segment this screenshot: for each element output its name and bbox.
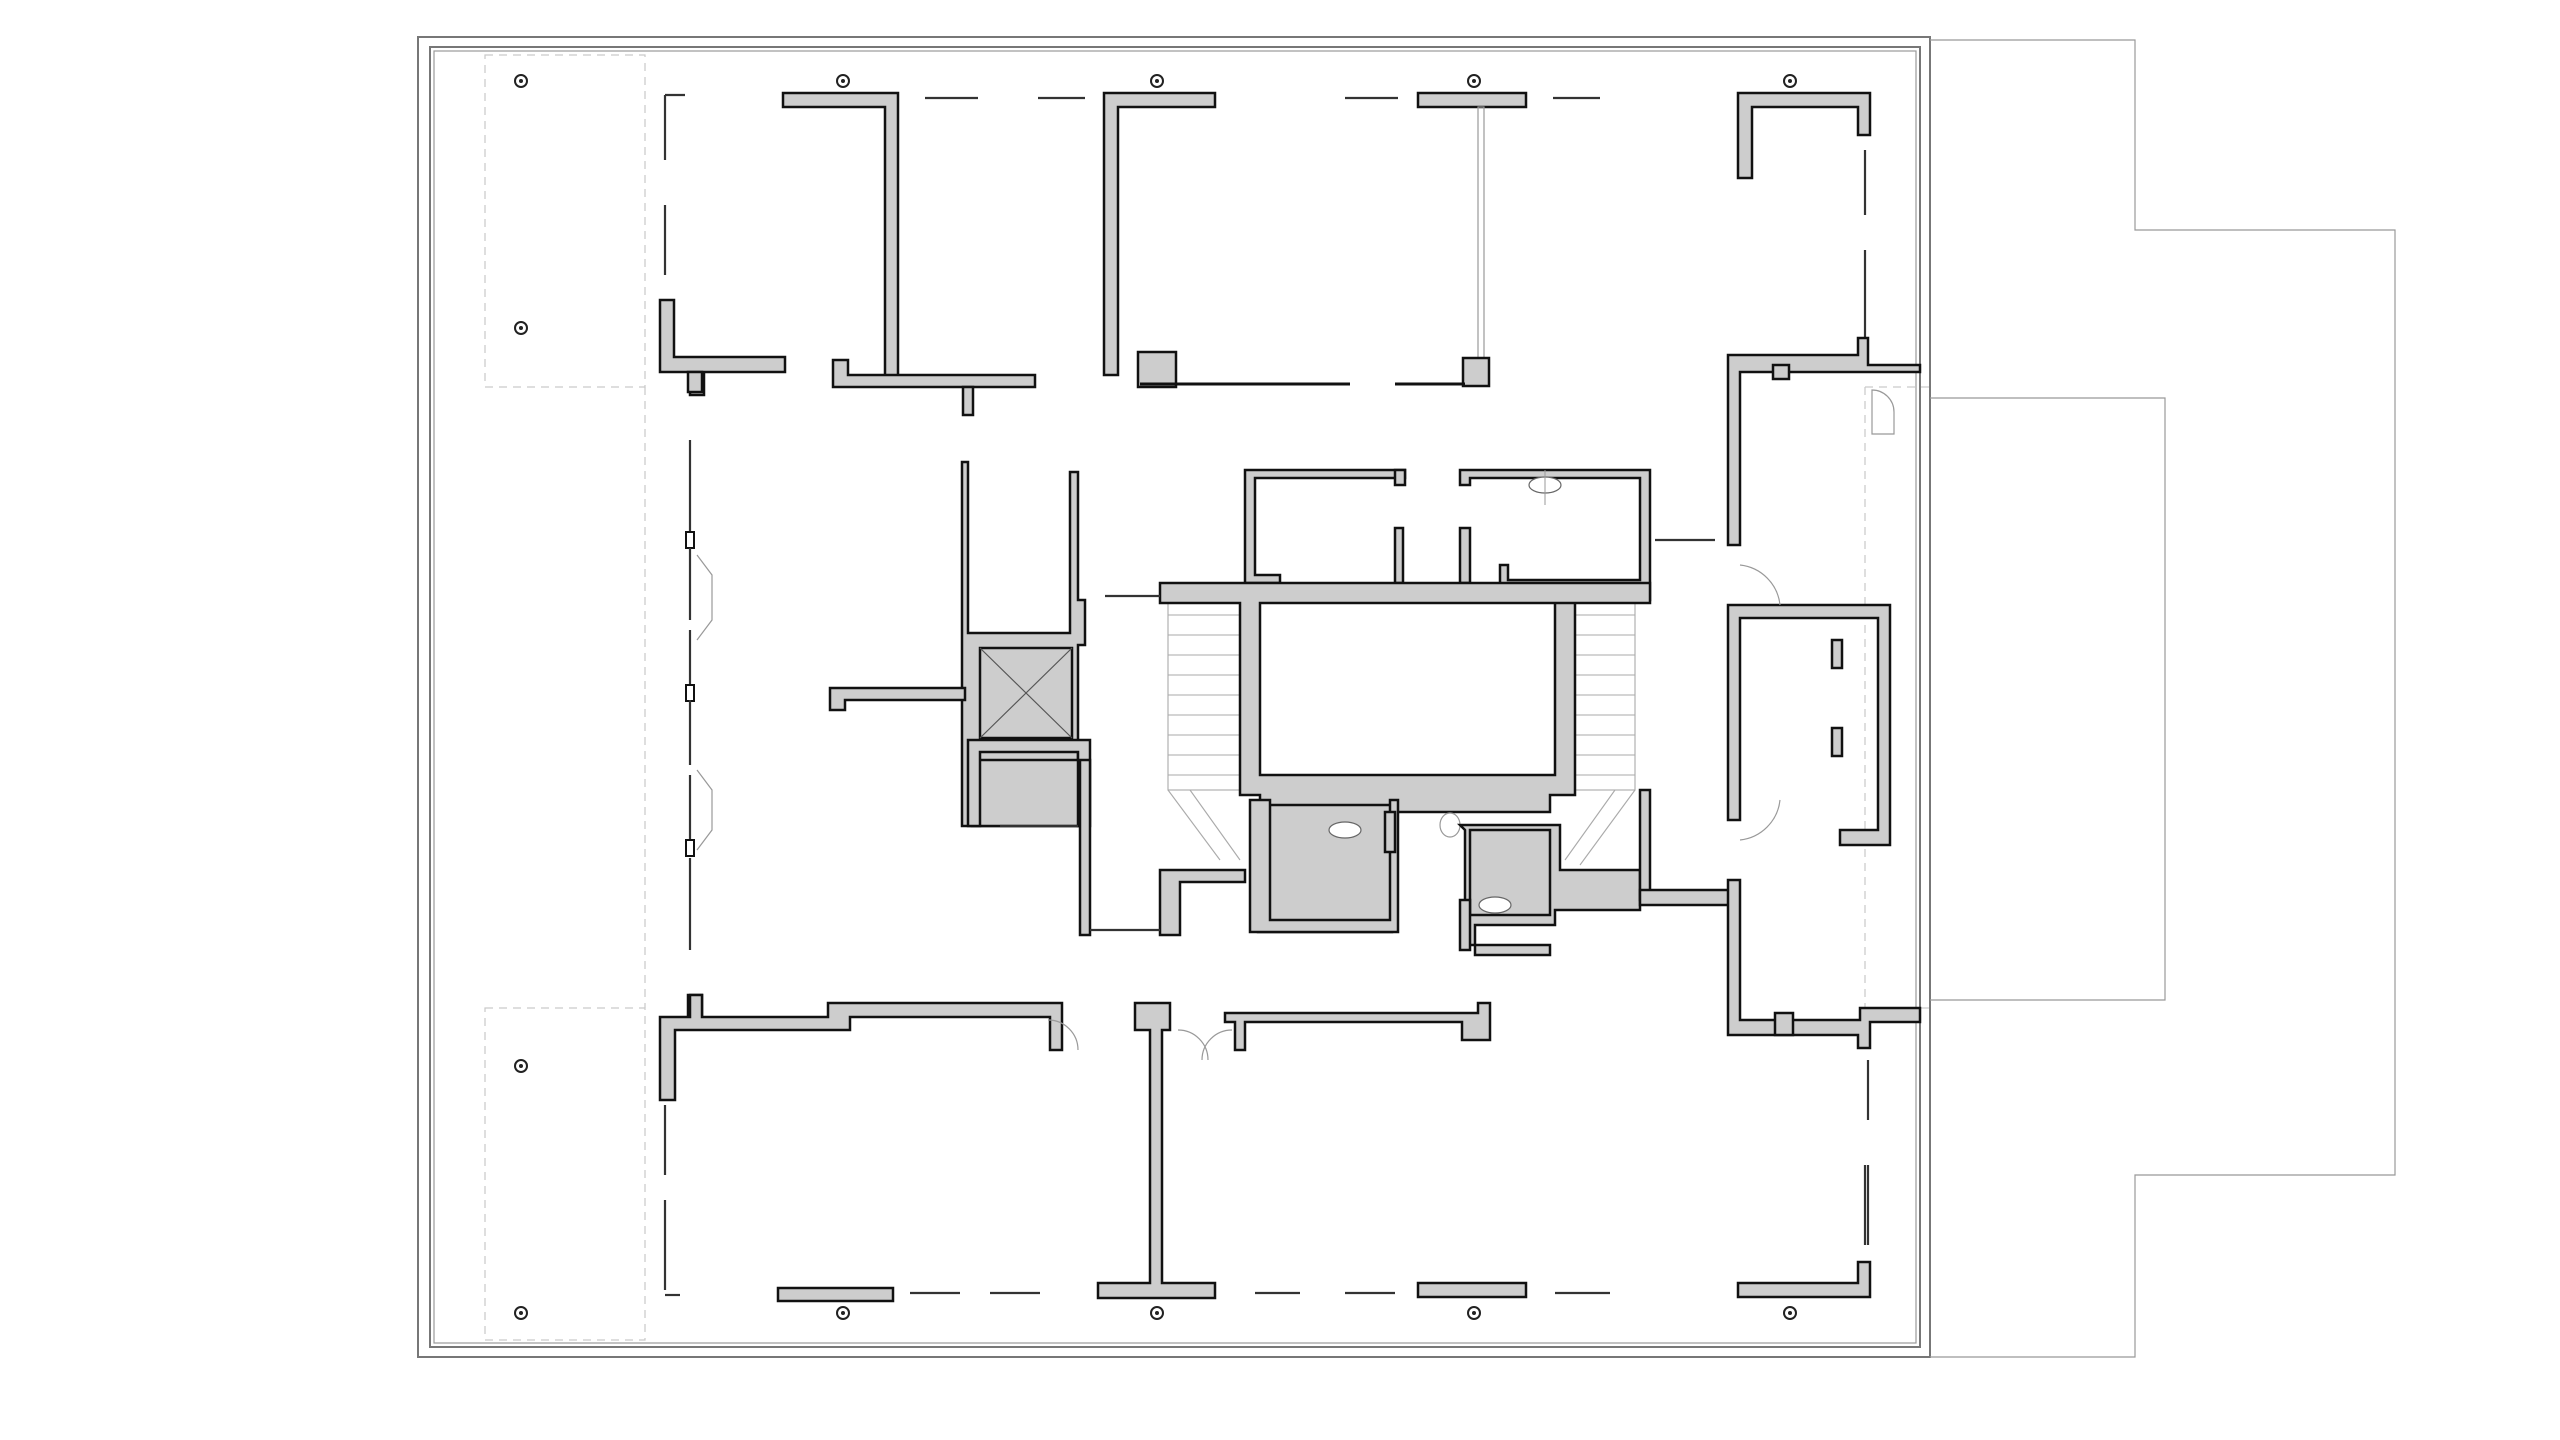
column-marker-icon xyxy=(1783,74,1797,88)
column-marker-icon xyxy=(514,1306,528,1320)
central-core xyxy=(828,460,1737,957)
toilet-icon xyxy=(1439,812,1461,838)
column-marker-icon xyxy=(1150,74,1164,88)
annex-outline xyxy=(1930,39,2396,1358)
bottom-right-room xyxy=(1736,1165,1872,1299)
sink-icon xyxy=(1528,470,1562,505)
terrace-guides xyxy=(484,54,1930,1341)
bottom-left-room xyxy=(658,993,1064,1303)
column-marker-icon xyxy=(1783,1306,1797,1320)
column-marker-icon xyxy=(836,1306,850,1320)
column-marker-icon xyxy=(1467,74,1481,88)
sink-icon xyxy=(1328,821,1362,839)
left-corridor-windows xyxy=(685,370,713,1022)
bottom-middle-room xyxy=(1096,1001,1610,1300)
top-left-room xyxy=(658,91,1085,417)
column-marker-icon xyxy=(1467,1306,1481,1320)
column-marker-icon xyxy=(1150,1306,1164,1320)
top-right-room xyxy=(1736,91,1872,340)
staircase-icon xyxy=(1167,599,1249,861)
column-marker-icon xyxy=(514,1059,528,1073)
column-markers xyxy=(514,74,1797,1320)
right-corridor xyxy=(1726,336,1922,547)
column-marker-icon xyxy=(514,321,528,335)
building-outline xyxy=(417,36,1931,1358)
door-swings xyxy=(1047,564,1781,1061)
right-service-room xyxy=(1726,603,1922,1245)
elevator-cross-icon xyxy=(978,646,1074,740)
top-center-right-room xyxy=(1395,91,1528,388)
column-marker-icon xyxy=(836,74,850,88)
column-marker-icon xyxy=(514,74,528,88)
top-middle-room xyxy=(1102,91,1600,389)
sink-icon xyxy=(1478,896,1512,914)
